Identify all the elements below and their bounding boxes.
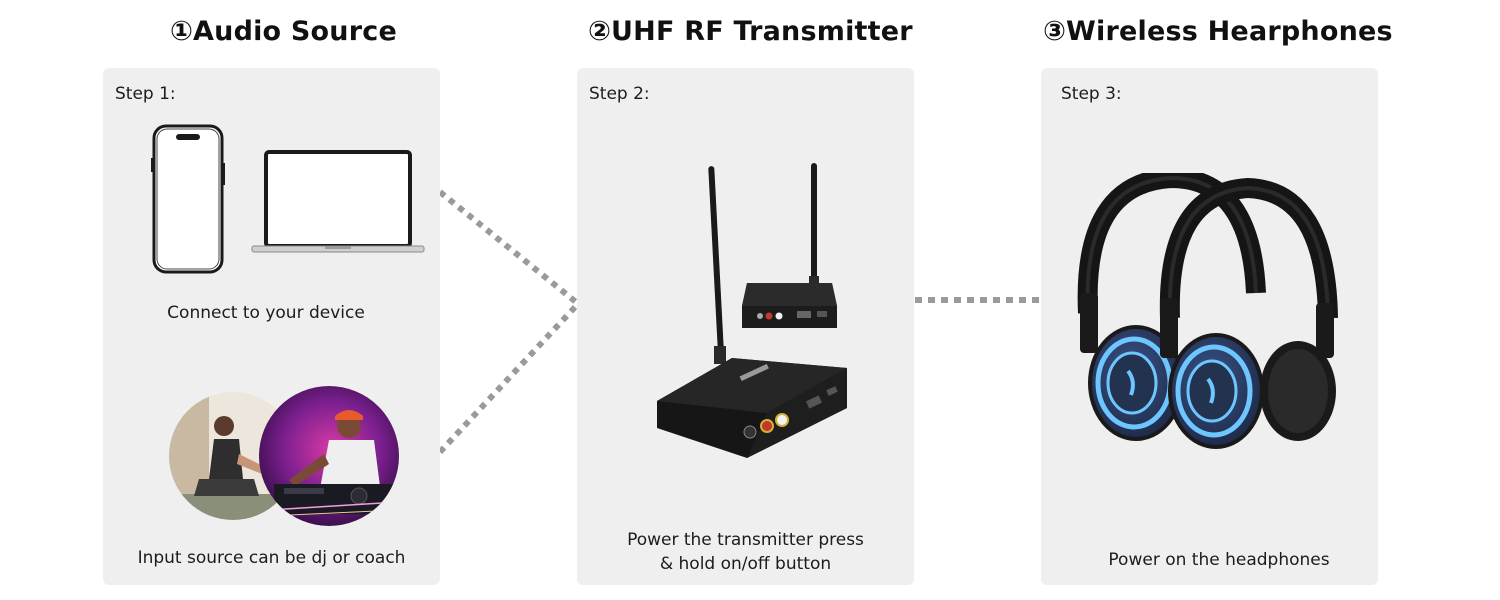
headphones-caption: Power on the headphones <box>1108 550 1330 570</box>
transmitter-caption-line-2: & hold on/off button <box>659 554 832 574</box>
laptop-icon <box>251 150 425 253</box>
headphone-left-pair <box>1077 173 1266 441</box>
step-1-label: Step 1: <box>115 84 176 104</box>
uhf-transmitter-image <box>657 163 847 458</box>
input-source-caption: Input source can be dj or coach <box>137 548 406 568</box>
step-1-panel: Step 1: Connect to your device <box>103 68 440 585</box>
step-3-label: Step 3: <box>1061 84 1122 104</box>
smartphone-icon <box>151 124 225 274</box>
wireless-headphones-title: ③Wireless Hearphones <box>1043 16 1393 47</box>
connector-device-to-transmitter <box>438 189 578 305</box>
step-3-panel: Step 3: <box>1041 68 1378 585</box>
uhf-transmitter-title: ②UHF RF Transmitter <box>588 16 913 47</box>
step-2-panel: Step 2: Power the transmitter press & ho… <box>577 68 914 585</box>
connector-source-to-transmitter <box>437 303 579 455</box>
dj-coach-photo <box>169 386 399 526</box>
step-2-label: Step 2: <box>589 84 650 104</box>
transmitter-caption-line-1: Power the transmitter press <box>627 530 864 550</box>
wireless-headphones-image <box>1077 173 1338 449</box>
dj-photo <box>259 386 399 526</box>
connect-device-caption: Connect to your device <box>167 303 365 323</box>
headphone-right-pair <box>1159 177 1338 449</box>
audio-source-title: ①Audio Source <box>170 16 397 47</box>
